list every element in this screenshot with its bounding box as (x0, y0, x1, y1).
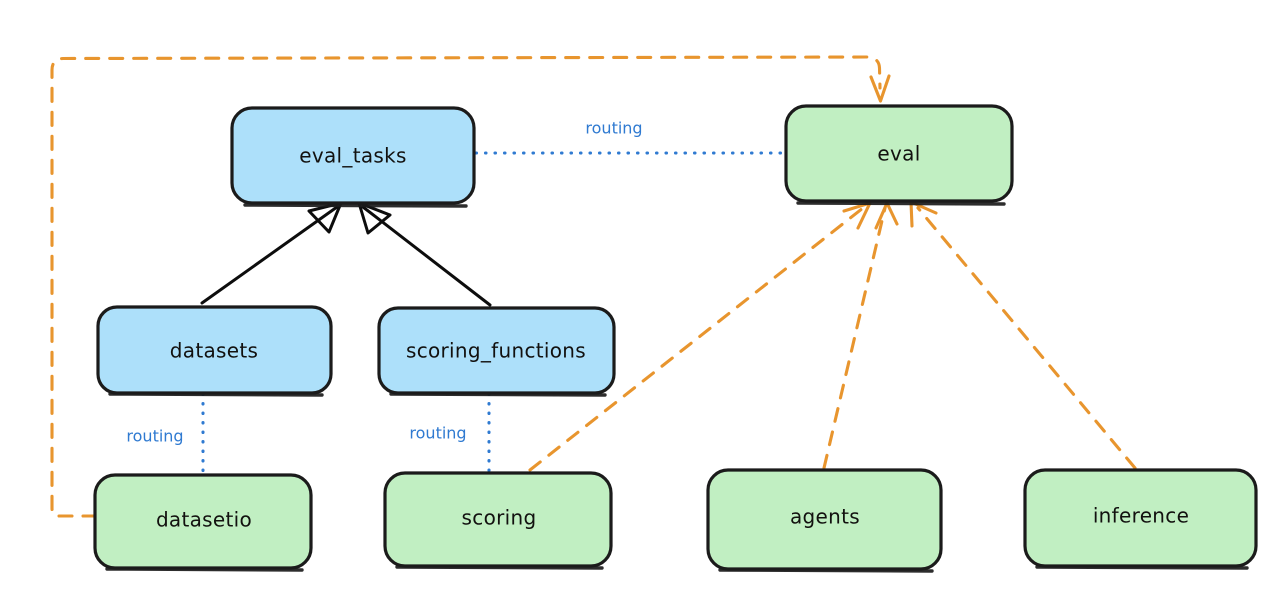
edge-inference-eval (909, 200, 1137, 470)
edge-eval-tasks-eval: routing (474, 119, 786, 155)
node-datasetio-box[interactable] (93, 473, 313, 570)
node-agents[interactable]: agents (706, 468, 943, 573)
node-inference-box[interactable] (1023, 468, 1258, 568)
node-eval-tasks-label: eval_tasks (299, 144, 406, 168)
node-eval-box[interactable] (784, 104, 1014, 203)
edge-scoring-functions-eval-tasks-path (361, 205, 492, 307)
node-agents-box[interactable] (706, 468, 943, 571)
node-inference[interactable]: inference (1023, 468, 1258, 570)
node-eval-tasks-shadow (243, 203, 468, 208)
node-eval-tasks[interactable]: eval_tasks (230, 106, 476, 208)
edge-inference-eval-arrowhead (909, 200, 938, 228)
edge-agents-eval (822, 201, 899, 470)
node-scoring-label: scoring (462, 506, 537, 530)
node-eval[interactable]: eval (784, 104, 1014, 206)
edge-datasets-datasetio: routing (126, 392, 205, 476)
edge-label-routing-scoring-functions: routing (409, 424, 466, 443)
node-eval-label: eval (877, 142, 920, 166)
edge-datasets-eval-tasks-path (200, 205, 339, 305)
edge-layer: routing routing routing (50, 55, 1137, 518)
edge-datasetio-eval-arrowhead (869, 74, 891, 103)
edge-datasets-eval-tasks (200, 201, 343, 305)
edge-scoring-functions-eval-tasks (357, 201, 492, 307)
edge-scoring-functions-scoring: routing (409, 392, 491, 475)
node-scoring-box[interactable] (383, 471, 613, 568)
edge-agents-eval-path (822, 206, 887, 470)
edge-agents-eval-arrowhead (874, 201, 899, 230)
node-scoring-functions-box[interactable] (377, 306, 616, 395)
node-scoring-functions-label: scoring_functions (406, 339, 586, 363)
node-agents-label: agents (790, 505, 860, 529)
edge-label-routing-datasets: routing (126, 427, 183, 446)
node-eval-tasks-box[interactable] (230, 106, 476, 205)
node-datasets-box[interactable] (96, 305, 333, 395)
node-inference-label: inference (1093, 504, 1189, 528)
node-datasetio[interactable]: datasetio (93, 473, 313, 572)
edge-scoring-eval-path (528, 206, 865, 472)
edge-scoring-functions-eval-tasks-arrowhead (357, 201, 392, 235)
node-eval-shadow (796, 201, 1006, 206)
edge-datasetio-eval (50, 55, 891, 518)
edge-inference-eval-path (916, 206, 1137, 470)
node-scoring-functions[interactable]: scoring_functions (377, 306, 616, 397)
node-datasetio-label: datasetio (156, 508, 252, 532)
node-layer: eval_tasks eval datasets scoring_functio… (93, 104, 1258, 573)
edge-datasetio-eval-path (50, 55, 882, 518)
node-datasets-label: datasets (170, 339, 258, 363)
node-scoring[interactable]: scoring (383, 471, 613, 570)
edge-label-routing-eval-tasks: routing (585, 119, 642, 138)
node-datasets[interactable]: datasets (96, 305, 333, 397)
edge-scoring-eval-arrowhead (842, 201, 872, 230)
